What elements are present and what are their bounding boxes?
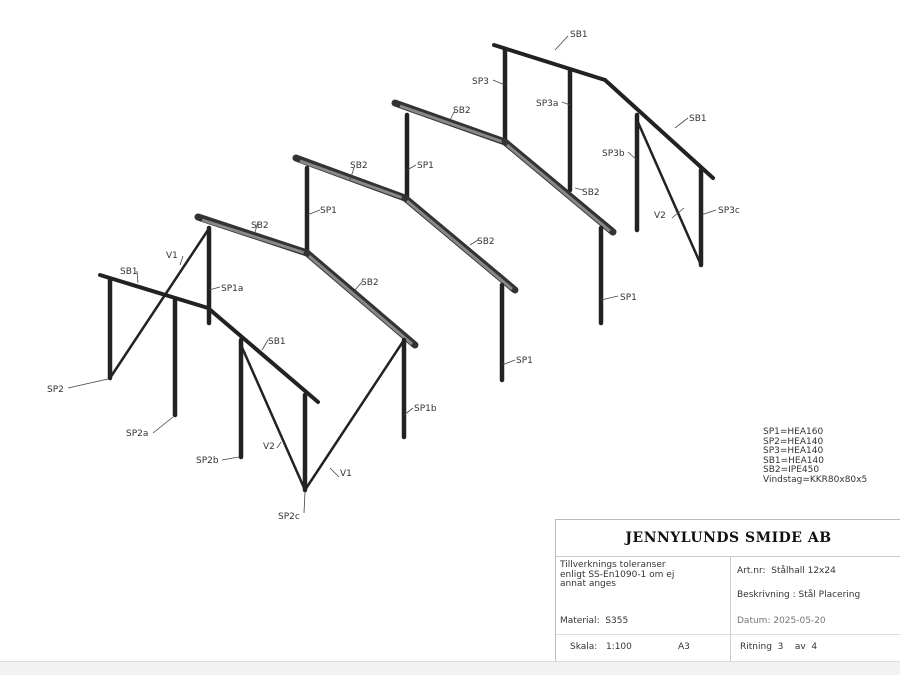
spec-line: Vindstag=KKR80x80x5 (763, 474, 868, 485)
profile-specifications: SP1=HEA160 SP2=HEA140 SP3=HEA140 SB1=HEA… (763, 427, 868, 485)
label-sb2: SB2 (582, 188, 600, 198)
date-label: Datum: (737, 616, 771, 626)
label-sp1a: SP1a (221, 284, 243, 294)
label-sb1: SB1 (268, 337, 286, 347)
label-sp3c: SP3c (718, 206, 740, 216)
material-field: Material: S355 (560, 616, 628, 626)
leader-lines (67, 35, 717, 514)
paper-size: A3 (678, 642, 690, 652)
material-value: S355 (605, 616, 629, 626)
label-sb2: SB2 (350, 161, 368, 171)
label-sb1: SB1 (120, 267, 138, 277)
label-sb2: SB2 (361, 278, 379, 288)
label-v1: V1 (166, 251, 178, 261)
drawing-number: 3 (777, 642, 784, 652)
scale-label: Skala: (570, 642, 598, 652)
spec-line: SP3=HEA140 (763, 446, 824, 456)
divider (556, 634, 900, 635)
portal-frame-2 (108, 213, 419, 491)
label-sb2: SB2 (477, 237, 495, 247)
material-label: Material: (560, 616, 600, 626)
label-sb2: SB2 (251, 221, 269, 231)
spec-line: SP1=HEA160 (763, 427, 824, 437)
of-label: av (794, 642, 806, 652)
label-sp3b: SP3b (602, 149, 625, 159)
label-sp2b: SP2b (196, 456, 219, 466)
label-sp1: SP1 (417, 161, 434, 171)
drawing-label: Ritning (740, 642, 772, 652)
drawing-total: 4 (811, 642, 818, 652)
divider (730, 557, 731, 661)
label-sp2: SP2 (47, 385, 64, 395)
label-v2: V2 (263, 442, 275, 452)
drawing-number-field: Ritning 3 av 4 (740, 642, 817, 652)
tolerance-note: Tillverknings toleranser enligt SS-En109… (560, 560, 675, 589)
label-sp2c: SP2c (278, 512, 300, 522)
label-sp1: SP1 (320, 206, 337, 216)
label-sb1: SB1 (570, 30, 588, 40)
label-v2: V2 (654, 211, 666, 221)
description-value: Stål Placering (798, 590, 861, 600)
bottom-bar (0, 661, 900, 675)
label-sb1: SB1 (689, 114, 707, 124)
spec-line: SP2=HEA140 (763, 436, 824, 447)
label-sb2: SB2 (453, 106, 471, 116)
member-labels: SB1 SP3 SP3a SB1 SP3b V2 SP3c SB2 SB2 SP… (47, 30, 740, 522)
spec-line: SB1=HEA140 (763, 455, 824, 466)
front-gable-frame (98, 273, 320, 493)
label-sp1: SP1 (516, 356, 533, 366)
artnr-field: Art.nr: Stålhall 12x24 (737, 566, 836, 576)
spec-line: SB2=IPE450 (763, 465, 820, 475)
company-name: JENNYLUNDS SMIDE AB (556, 520, 900, 557)
artnr-label: Art.nr: (737, 566, 766, 576)
portal-frame-4 (391, 99, 617, 326)
scale-field: Skala: 1:100 (570, 642, 632, 652)
date-field: Datum: 2025-05-20 (737, 616, 826, 626)
title-block: JENNYLUNDS SMIDE AB Tillverknings tolera… (555, 519, 900, 662)
date-value: 2025-05-20 (773, 616, 826, 626)
description-label: Beskrivning : (737, 590, 796, 600)
artnr-value: Stålhall 12x24 (771, 566, 836, 576)
label-sp3: SP3 (472, 77, 489, 87)
label-sp1b: SP1b (414, 404, 437, 414)
back-gable-frame (492, 43, 715, 268)
label-v1: V1 (340, 469, 352, 479)
label-sp1: SP1 (620, 293, 637, 303)
label-sp2a: SP2a (126, 429, 148, 439)
label-sp3a: SP3a (536, 99, 558, 109)
description-field: Beskrivning : Stål Placering (737, 590, 860, 600)
scale-value: 1:100 (605, 642, 632, 652)
